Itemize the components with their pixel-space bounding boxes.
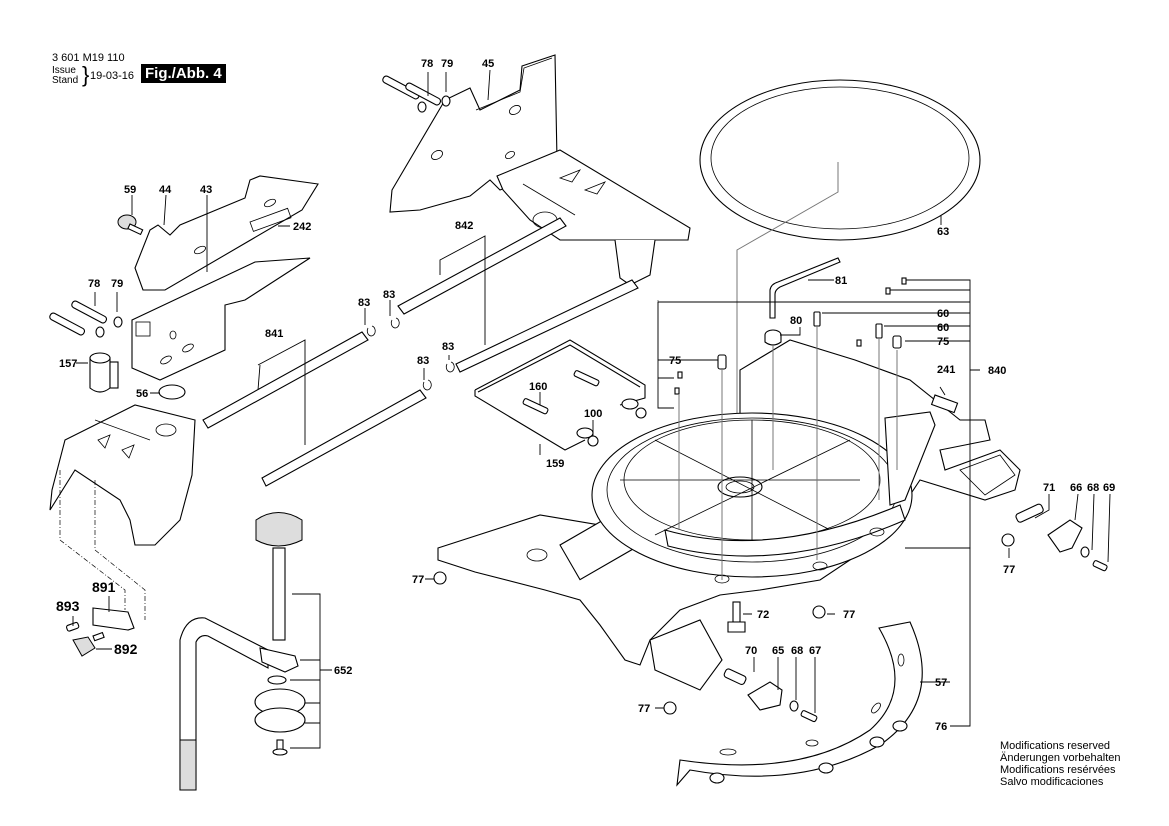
label-44: 44 <box>159 184 172 196</box>
label-59: 59 <box>124 184 136 196</box>
modifications-notice: Modifications reserved Änderungen vorbeh… <box>1000 740 1120 788</box>
part-72-bolt <box>727 601 746 633</box>
label-72: 72 <box>757 609 769 621</box>
label-160: 160 <box>529 381 547 393</box>
part-160-screws <box>522 370 600 415</box>
part-76-washers <box>709 720 908 784</box>
label-81: 81 <box>835 275 847 287</box>
label-893: 893 <box>56 598 80 614</box>
label-83-c: 83 <box>442 341 454 353</box>
label-65: 65 <box>772 645 784 657</box>
modifications-es: Salvo modificaciones <box>1000 776 1104 788</box>
issue-date: 19-03-16 <box>90 70 135 82</box>
document-number: 3 601 M19 110 <box>52 52 125 64</box>
label-63: 63 <box>937 226 949 238</box>
label-891: 891 <box>92 579 116 595</box>
label-840: 840 <box>988 365 1006 377</box>
label-57: 57 <box>935 677 947 689</box>
label-80: 80 <box>790 315 802 327</box>
issue-label-en: Issue <box>52 65 76 76</box>
modifications-en: Modifications reserved <box>1000 740 1111 752</box>
leader-lines-base <box>657 300 898 580</box>
label-77-a: 77 <box>1003 564 1015 576</box>
part-241-label <box>930 394 959 414</box>
part-turntable <box>591 411 936 584</box>
label-892: 892 <box>114 641 138 657</box>
label-60-b: 60 <box>937 322 949 334</box>
label-76: 76 <box>935 721 947 733</box>
label-70: 70 <box>745 645 757 657</box>
label-78-left: 78 <box>88 278 100 290</box>
part-80-cap <box>764 329 782 346</box>
issue-label: Issue Stand <box>52 66 78 86</box>
label-71: 71 <box>1043 482 1055 494</box>
issue-brace: } <box>82 62 90 87</box>
label-66: 66 <box>1070 482 1082 494</box>
part-78-79-screws-left <box>49 300 123 338</box>
bracket-57-76 <box>905 547 971 727</box>
label-77-c: 77 <box>843 609 855 621</box>
label-841: 841 <box>265 328 283 340</box>
part-56-ring <box>158 384 186 400</box>
leader-63-center <box>736 162 839 480</box>
label-79-left: 79 <box>111 278 123 290</box>
figure-label: Fig./Abb. 4 <box>141 64 226 83</box>
leader-lines <box>72 69 1111 713</box>
label-56: 56 <box>136 388 148 400</box>
clamp-assembly-bottom <box>723 668 818 723</box>
bracket-652 <box>290 593 332 749</box>
label-83-b: 83 <box>383 289 395 301</box>
label-241: 241 <box>937 364 955 376</box>
issue-label-de: Stand <box>52 75 79 86</box>
part-57-arc-scale <box>676 621 923 787</box>
clips-83 <box>366 317 455 391</box>
part-number-labels: 78 79 45 59 44 43 242 78 79 157 56 841 8… <box>56 58 1115 733</box>
part-59-knob <box>117 214 144 236</box>
label-60-a: 60 <box>937 308 949 320</box>
label-45: 45 <box>482 58 494 70</box>
label-159: 159 <box>546 458 564 470</box>
modifications-de: Änderungen vorbehalten <box>1000 752 1121 764</box>
dashed-assembly-line-left <box>59 470 146 620</box>
part-63-ring <box>699 79 981 241</box>
label-652: 652 <box>334 665 352 677</box>
label-78: 78 <box>421 58 433 70</box>
label-83-d: 83 <box>417 355 429 367</box>
parts-891-893-clamp <box>66 607 135 657</box>
label-77-b: 77 <box>412 574 424 586</box>
clamp-assembly-right <box>1001 503 1108 572</box>
label-157: 157 <box>59 358 77 370</box>
label-842: 842 <box>455 220 473 232</box>
label-100: 100 <box>584 408 602 420</box>
part-45-right-fence <box>389 54 691 286</box>
label-242: 242 <box>293 221 311 233</box>
label-83-a: 83 <box>358 297 370 309</box>
label-75-a: 75 <box>937 336 949 348</box>
part-157-bushing <box>89 352 119 393</box>
rods-841-842 <box>202 217 639 487</box>
screws-60-75 <box>674 277 907 395</box>
label-68: 68 <box>1087 482 1099 494</box>
label-79: 79 <box>441 58 453 70</box>
part-159-wire-bracket <box>474 339 646 451</box>
modifications-fr: Modifications resérvées <box>1000 764 1116 776</box>
part-81-hex-key <box>769 257 841 319</box>
bracket-840 <box>657 279 980 549</box>
nuts-77 <box>433 571 826 715</box>
part-652-hold-down-clamp <box>179 512 306 791</box>
part-78-79-screws-right <box>382 75 451 113</box>
label-43: 43 <box>200 184 212 196</box>
part-43-left-fence <box>131 257 311 381</box>
part-44-fence-insert <box>134 175 319 291</box>
label-75-b: 75 <box>669 355 681 367</box>
label-69: 69 <box>1103 482 1115 494</box>
label-67: 67 <box>809 645 821 657</box>
label-77-d: 77 <box>638 703 650 715</box>
label-68-b: 68 <box>791 645 803 657</box>
part-left-extension-support <box>49 404 196 546</box>
